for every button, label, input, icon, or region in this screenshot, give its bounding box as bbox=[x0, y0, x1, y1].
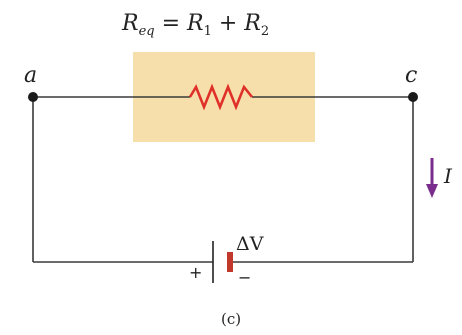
eq-r2-sub: 2 bbox=[261, 24, 269, 39]
node-a-dot bbox=[28, 92, 38, 102]
battery-voltage-label: ΔV bbox=[236, 233, 264, 255]
eq-plus: + bbox=[212, 11, 244, 36]
eq-lhs-symbol: R bbox=[121, 11, 139, 36]
resistor-zigzag-icon bbox=[188, 83, 254, 111]
circuit-wires bbox=[32, 96, 414, 263]
eq-r1-symbol: R bbox=[186, 11, 204, 36]
eq-r1-sub: 1 bbox=[204, 24, 212, 39]
eq-r2-symbol: R bbox=[243, 11, 261, 36]
eq-equals: = bbox=[155, 11, 187, 36]
battery-icon bbox=[212, 241, 233, 283]
current-label: I bbox=[443, 164, 453, 188]
equation-label: Req = R1 + R2 bbox=[121, 11, 269, 39]
node-a-label: a bbox=[24, 63, 37, 88]
figure-caption: (c) bbox=[221, 310, 241, 328]
current-arrow-head bbox=[426, 184, 438, 198]
battery-minus-sign: − bbox=[238, 268, 251, 287]
node-c-dot bbox=[408, 92, 418, 102]
battery-plus-sign: + bbox=[189, 263, 202, 282]
battery-short-plate bbox=[227, 252, 233, 272]
eq-lhs-sub: eq bbox=[139, 24, 155, 39]
current-arrow-icon bbox=[426, 158, 438, 198]
node-c-label: c bbox=[405, 63, 417, 88]
